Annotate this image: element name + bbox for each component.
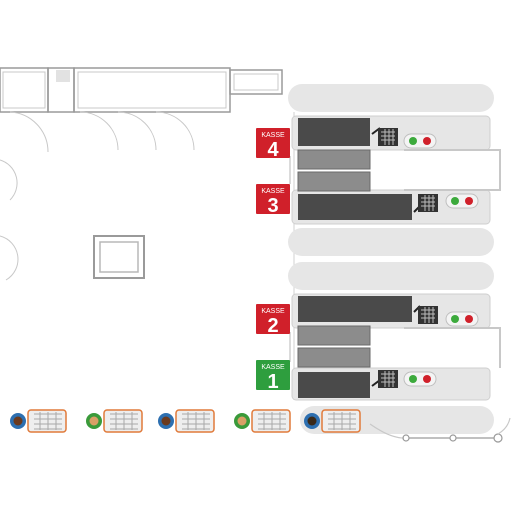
- register-sign-1: KASSE 1: [256, 360, 290, 393]
- card-terminal-icon: [413, 194, 438, 213]
- shopper-queue: [10, 409, 361, 433]
- register-number: 2: [267, 315, 278, 337]
- walking-lane: [288, 262, 494, 290]
- traffic-light-icon: [403, 133, 437, 149]
- register-sign-4: KASSE 4: [256, 128, 290, 161]
- register-sign-3: KASSE 3: [256, 184, 290, 217]
- lane-barrier: [404, 149, 501, 191]
- walking-lane: [288, 228, 494, 256]
- conveyor-belt: [298, 372, 370, 398]
- register-number: 3: [267, 195, 278, 217]
- walking-lane: [288, 84, 494, 112]
- door-swing: [9, 111, 49, 153]
- bagging-area: [297, 171, 371, 192]
- shelf-unit-inner: [2, 71, 46, 109]
- shopper-with-cart-icon: [234, 409, 291, 433]
- bagging-area: [297, 149, 371, 170]
- register-label: KASSE: [261, 188, 285, 195]
- door-swing: [155, 111, 195, 151]
- pillar: [93, 235, 145, 279]
- shelf-unit-inner: [233, 73, 279, 91]
- shelf-unit-block: [56, 70, 70, 82]
- traffic-light-icon: [445, 193, 479, 209]
- checkout-block-2-1: [291, 293, 501, 401]
- shelf-unit: [73, 67, 231, 113]
- card-terminal-icon: [371, 127, 398, 146]
- bagging-area: [297, 325, 371, 346]
- register-number: 4: [267, 139, 279, 161]
- lane-barrier: [404, 327, 501, 368]
- card-terminal-icon: [413, 305, 438, 324]
- card-terminal-icon: [371, 370, 398, 388]
- shopper-with-cart-icon: [158, 409, 215, 433]
- door-swing: [117, 111, 157, 151]
- conveyor-belt: [298, 296, 412, 322]
- shelf-unit: [229, 69, 283, 95]
- register-signs: KASSE 4 KASSE 3 KASSE 2 KASSE 1: [256, 128, 290, 393]
- register-number: 1: [267, 371, 278, 393]
- door-swing: [0, 235, 19, 281]
- traffic-light-icon: [445, 311, 479, 327]
- entrance-gate: [369, 417, 511, 443]
- bagging-area: [297, 347, 371, 368]
- register-label: KASSE: [261, 364, 285, 371]
- shelf-unit-inner: [77, 71, 227, 109]
- shopper-with-cart-icon: [10, 409, 67, 433]
- checkout-block-4-3: [291, 115, 501, 225]
- conveyor-belt: [298, 194, 412, 220]
- top-shelving: [0, 67, 283, 113]
- traffic-light-icon: [403, 371, 437, 387]
- register-label: KASSE: [261, 132, 285, 139]
- conveyor-belt: [298, 118, 370, 146]
- door-swings: [0, 111, 195, 281]
- shopper-with-cart-icon: [86, 409, 143, 433]
- shopper-with-cart-icon: [304, 409, 361, 433]
- door-swing: [0, 159, 18, 201]
- register-label: KASSE: [261, 308, 285, 315]
- door-swing: [79, 111, 119, 151]
- register-sign-2: KASSE 2: [256, 304, 290, 337]
- shelf-unit: [0, 67, 49, 113]
